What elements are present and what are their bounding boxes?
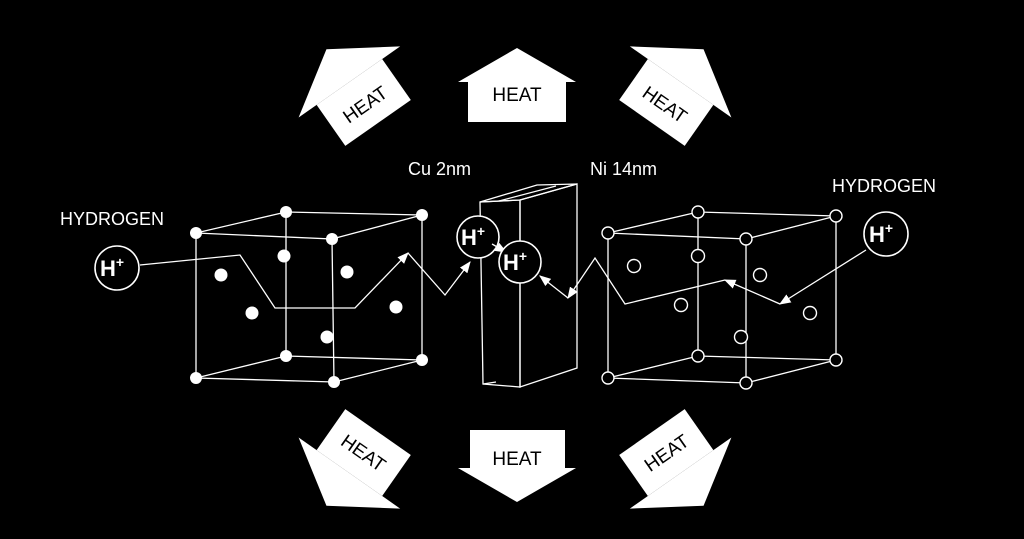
hydrogen-ion-center-right: H+ xyxy=(498,240,542,284)
heat-label: HEAT xyxy=(492,85,542,106)
hydrogen-ion-center-left: H+ xyxy=(456,215,500,259)
heat-arrow-top-right: HEAT xyxy=(619,46,732,146)
hydrogen-ion-left: H+ xyxy=(94,245,140,291)
hydrogen-ion-right: H+ xyxy=(863,211,909,257)
cu-ni-film xyxy=(479,183,578,388)
left-lattice-cube xyxy=(139,206,471,388)
heat-arrow-bottom-right: HEAT xyxy=(619,409,732,509)
cu-layer-label: Cu 2nm xyxy=(408,159,471,179)
heat-arrow-bottom-left: HEAT xyxy=(298,409,411,509)
right-lattice-cube xyxy=(539,205,867,390)
hydrogen-label-right: HYDROGEN xyxy=(832,176,936,196)
heat-arrow-bottom-center: HEAT xyxy=(458,430,576,502)
heat-arrow-top-left: HEAT xyxy=(298,46,411,146)
ni-layer-label: Ni 14nm xyxy=(590,159,657,179)
hydrogen-label-left: HYDROGEN xyxy=(60,209,164,229)
svg-text:H+: H+ xyxy=(869,220,893,247)
svg-text:H+: H+ xyxy=(100,254,124,281)
svg-text:H+: H+ xyxy=(503,248,527,275)
heat-label: HEAT xyxy=(492,449,542,470)
svg-text:H+: H+ xyxy=(461,223,485,250)
heat-arrow-top-center: HEAT xyxy=(458,48,576,122)
